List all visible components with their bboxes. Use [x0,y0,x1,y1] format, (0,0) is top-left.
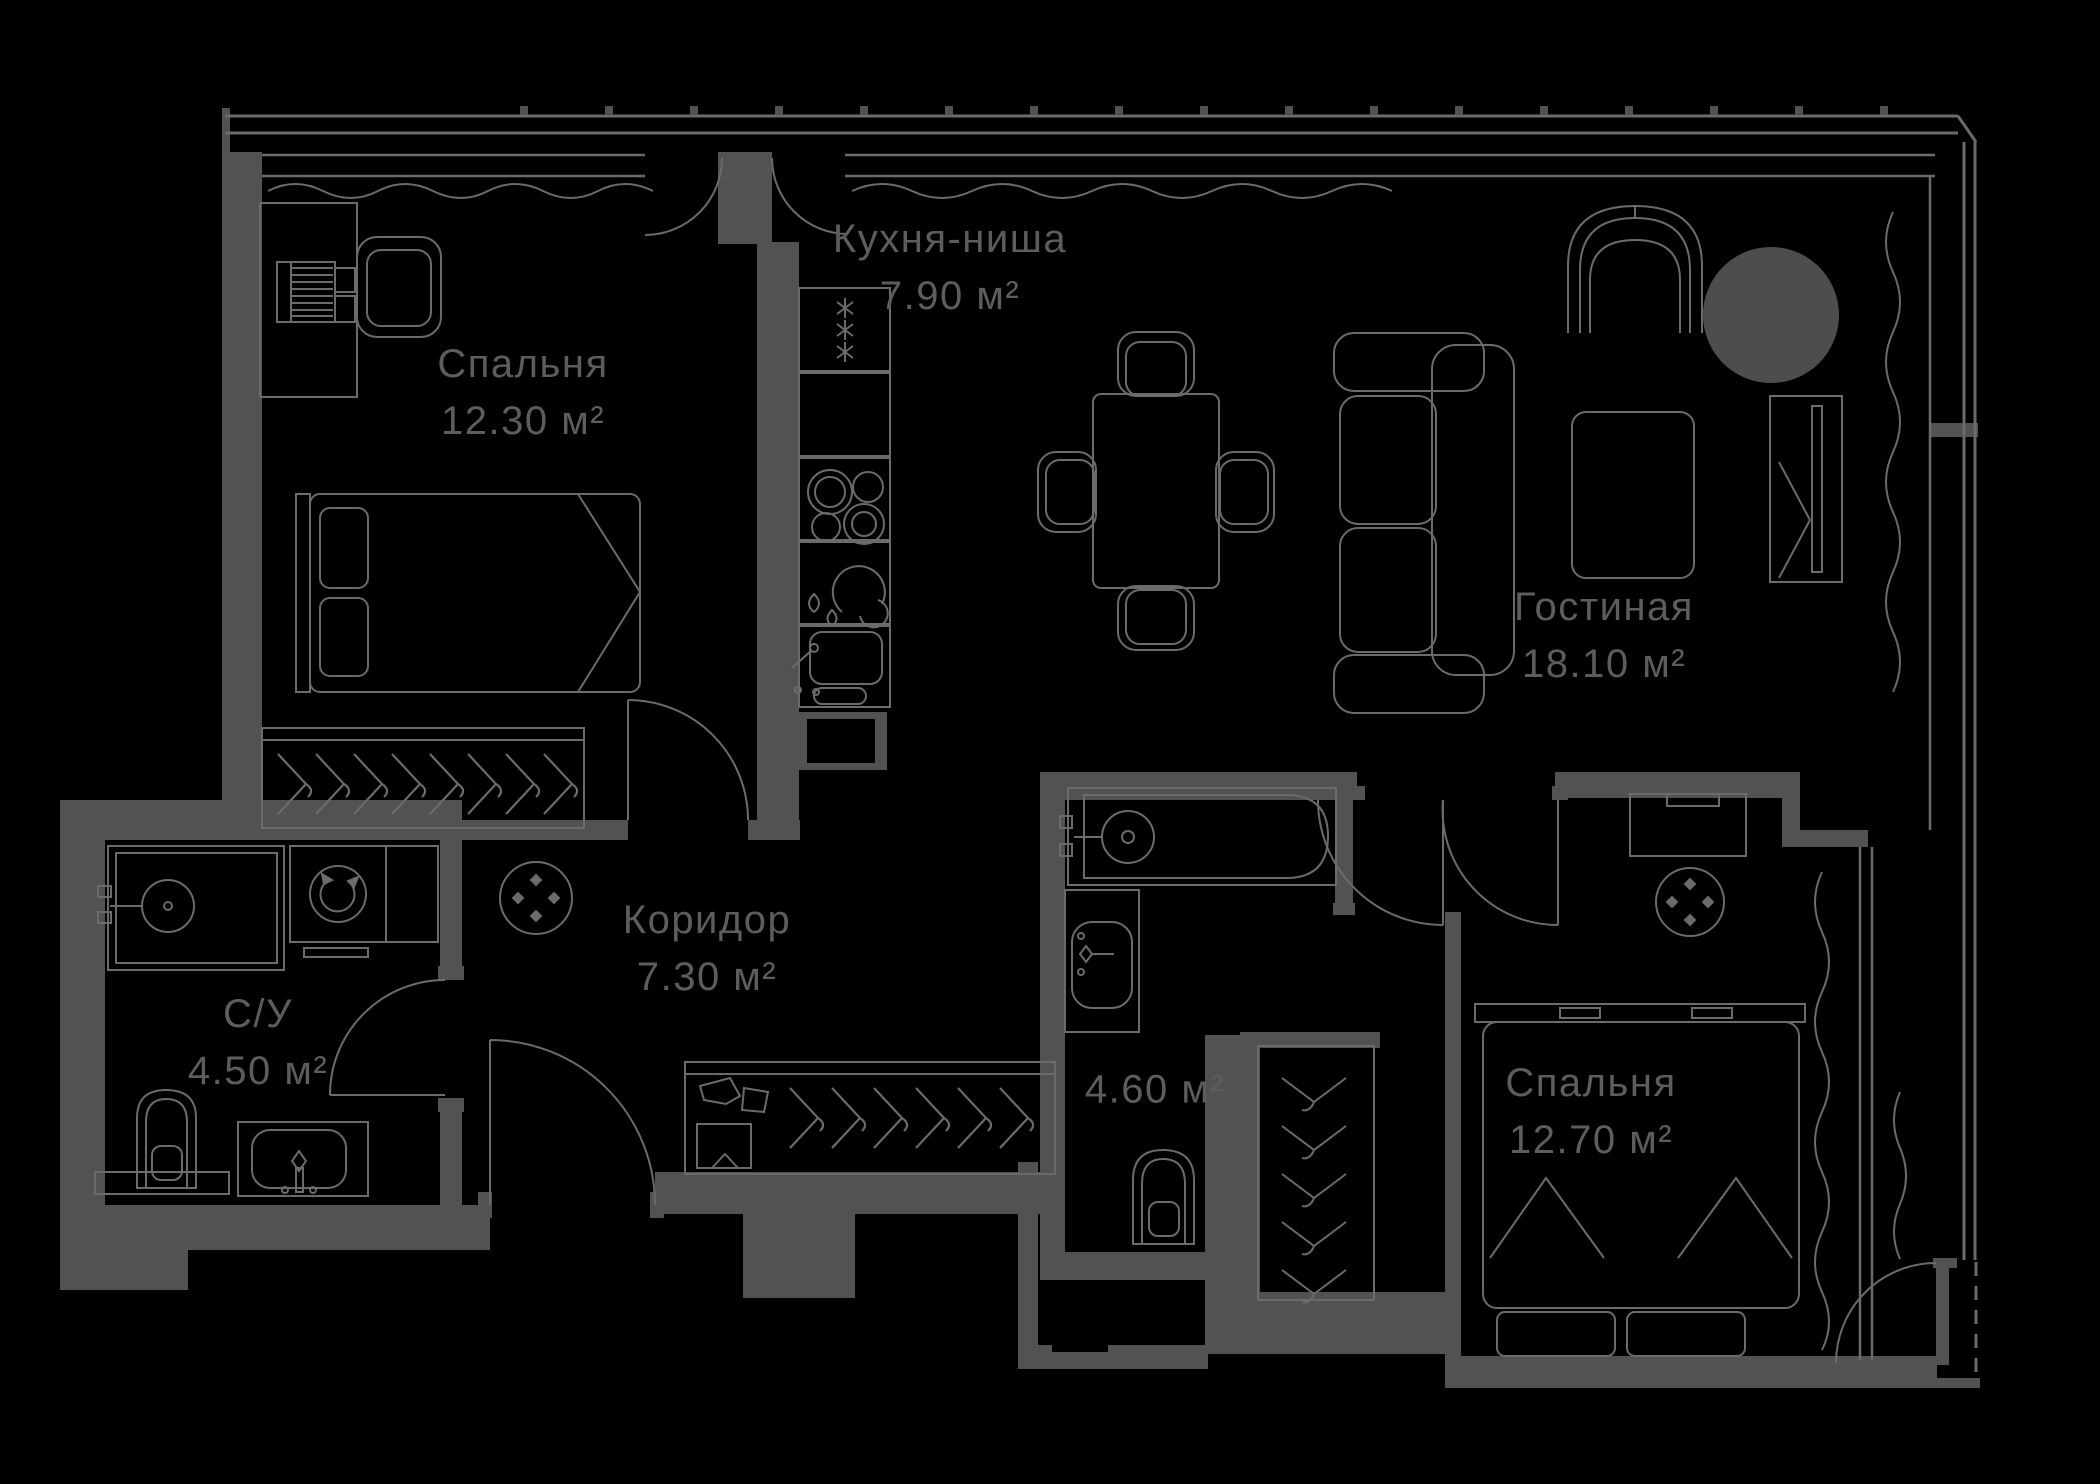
curtain-wave-icon [1885,211,1901,693]
shower-icon [97,845,285,971]
bathroom-door-icon [329,979,446,1096]
bedroom2-door-icon [1441,799,1559,927]
dining-chair-icon [1117,585,1195,651]
vanity-sink-icon [94,1121,369,1197]
entry-door-icon [489,1039,656,1206]
dining-chair-icon [1215,451,1275,533]
bedroom1-door-icon [627,699,749,821]
glazing-lines [225,114,1978,1382]
armchair-icon [1567,204,1703,333]
round-table-icon [1655,867,1725,937]
tv-unit-icon [1769,395,1843,583]
balcony-door-left-icon [644,157,723,236]
kitchen-counter-icon [798,372,891,457]
single-bed-icon [295,493,642,693]
round-table-icon [499,861,573,935]
doors [329,157,1937,1364]
bathroom-shelf-icon [385,845,439,943]
curtain-wave-icon [851,183,1393,199]
shafts [807,719,1108,1352]
toilet-icon [136,1088,197,1189]
rug-icon [1571,411,1695,579]
bathtub-icon [1059,787,1337,886]
dining-table-icon [1092,393,1220,589]
dresser-icon [1629,793,1747,857]
exterior-wall-lines [262,153,1935,1360]
round-rug-icon [1703,247,1839,383]
balcony-door-bottom-icon [1835,1262,1937,1364]
dining-chair-icon [1117,331,1195,397]
closet-hangers-icon [1257,1045,1375,1304]
curtains [267,183,1907,1351]
curtain-wave-icon [1814,871,1830,1351]
desk-icon [259,202,358,398]
vanity-sink-icon [1064,889,1140,1033]
double-bed-icon [1474,1003,1806,1357]
cooktop-icon [798,457,891,545]
walls [60,108,1980,1388]
dining-chair-icon [1037,451,1097,533]
washing-machine-icon [289,845,387,958]
fridge-icon [798,287,891,372]
laptop-icon [276,261,356,323]
toilet-icon [1132,1148,1195,1245]
window-mullion-ticks [520,106,1888,115]
curtain-wave-icon [1893,1091,1907,1260]
dishwasher-icon [798,541,891,629]
office-chair-icon [356,236,442,338]
kitchen-sink-icon [791,625,891,708]
curtain-wave-icon [267,183,654,199]
hallway-wardrobe-icon [684,1061,1056,1175]
balcony-door-right-icon [771,157,849,235]
sofa-icon [1333,332,1515,714]
wardrobe-icon [261,727,585,829]
